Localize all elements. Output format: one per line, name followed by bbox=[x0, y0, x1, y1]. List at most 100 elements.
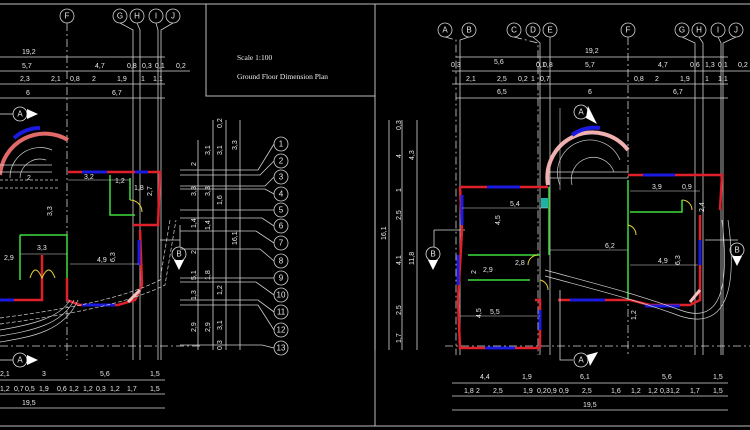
dimension-label: 9 bbox=[279, 274, 284, 283]
dimension-label: 1,2 bbox=[217, 285, 224, 295]
dimension-label: 0,3 bbox=[96, 386, 106, 393]
dimension-label: 4,7 bbox=[658, 62, 668, 69]
dimension-label: 3,3 bbox=[191, 186, 198, 196]
right-driveway bbox=[544, 219, 732, 320]
dimension-label: A bbox=[578, 108, 584, 117]
dimension-label: 0,2 bbox=[518, 76, 528, 83]
section-marker-b-right[interactable]: B bbox=[705, 239, 745, 266]
dimension-label: 2,8 bbox=[515, 260, 525, 267]
dimension-label: 1,1 bbox=[718, 76, 728, 83]
dimension-label: 1,9 bbox=[523, 388, 533, 395]
right-top-dimension-text: 19,2 0,3 5,6 0,1 0,8 5,7 4,7 0,6 1,3 0,1… bbox=[451, 48, 748, 96]
dimension-label: 1,2 bbox=[648, 388, 658, 395]
section-marker-b-right-left[interactable]: B bbox=[425, 229, 465, 270]
dimension-label: 2 bbox=[191, 250, 198, 254]
dimension-label: 1,2 bbox=[115, 178, 125, 185]
dimension-label: 1,9 bbox=[522, 374, 532, 381]
dimension-label: 0,3 bbox=[142, 63, 152, 70]
dimension-label: 1,4 bbox=[205, 220, 212, 230]
dimension-label: 5 bbox=[279, 206, 284, 215]
dimension-label: 2,9 bbox=[4, 255, 14, 262]
dimension-label: 4 bbox=[279, 190, 284, 199]
dimension-label: H bbox=[696, 26, 702, 35]
dimension-label: 6,5 bbox=[497, 89, 507, 96]
dimension-label: 1,7 bbox=[396, 333, 403, 343]
dimension-label: 4 bbox=[396, 154, 403, 158]
dimension-label: 2,9 bbox=[205, 322, 212, 332]
right-left-dimension-text: 16,1 0,3 4 1 2,5 4,1 2,5 1,7 4,3 11,8 bbox=[381, 120, 416, 343]
dimension-label: 0,7 bbox=[540, 76, 550, 83]
axis-label: G bbox=[117, 12, 123, 21]
dimension-label: 1,2 bbox=[0, 386, 10, 393]
dimension-label: 1,9 bbox=[39, 386, 49, 393]
dimension-label: 0,8 bbox=[70, 76, 80, 83]
right-bottom-dimension-lines bbox=[452, 382, 728, 411]
section-marker-a-right-top[interactable]: A bbox=[559, 104, 597, 190]
dimension-label: 2,1 bbox=[0, 371, 10, 378]
dimension-label: 2 bbox=[476, 388, 480, 395]
dimension-label: 1,5 bbox=[150, 371, 160, 378]
dimension-label: 2,5 bbox=[582, 388, 592, 395]
section-marker-a-right-bottom[interactable]: A bbox=[559, 290, 598, 368]
dimension-label: F bbox=[626, 26, 631, 35]
dimension-label: 1,5 bbox=[713, 374, 723, 381]
dimension-label: 1,2 bbox=[631, 310, 638, 320]
dimension-label: 3,9 bbox=[652, 184, 662, 191]
dimension-label: 0,8 bbox=[543, 62, 553, 69]
axis-label: H bbox=[134, 12, 140, 21]
dimension-label: 4,5 bbox=[476, 308, 483, 318]
right-room-dims: 5,4 4,5 6,2 2,8 2,9 2 5,5 4,5 3,9 0,9 4,… bbox=[460, 184, 706, 320]
section-marker-a-top[interactable]: A bbox=[0, 106, 38, 122]
dimension-label: 19,2 bbox=[22, 49, 36, 56]
stair bbox=[0, 126, 70, 189]
double-door-arc bbox=[29, 269, 56, 280]
right-column-axis-labels: A B C D E F G H I J bbox=[442, 26, 738, 35]
dimension-label: 6,2 bbox=[605, 243, 615, 250]
dimension-label: 0,8 bbox=[634, 76, 644, 83]
left-walls bbox=[0, 170, 162, 307]
dimension-label: D bbox=[530, 26, 536, 35]
dimension-label: 16,1 bbox=[381, 226, 388, 240]
dimension-label: 2,5 bbox=[396, 305, 403, 315]
dimension-label: 1,9 bbox=[680, 76, 690, 83]
row-axis-labels: 1 2 3 4 5 6 7 8 9 10 11 12 13 bbox=[277, 140, 286, 353]
dimension-label: 6 bbox=[588, 89, 592, 96]
section-marker-b-left[interactable]: B bbox=[160, 225, 187, 270]
dimension-label: 10 bbox=[277, 291, 286, 300]
dimension-label: 2,7 bbox=[147, 186, 154, 196]
dimension-label: 6 bbox=[26, 90, 30, 97]
section-marker-a-bottom[interactable]: A bbox=[0, 352, 38, 368]
dimension-label: B bbox=[466, 26, 471, 35]
dimension-label: 2,9 bbox=[191, 322, 198, 332]
dimension-label: 1,1 bbox=[153, 76, 163, 83]
dimension-label: 1,7 bbox=[690, 388, 700, 395]
dimension-label: 13 bbox=[277, 344, 286, 353]
right-left-dimension-lines bbox=[374, 120, 418, 350]
dimension-label: 2,5 bbox=[493, 388, 503, 395]
dimension-label: 1,4 bbox=[191, 218, 198, 228]
dimension-label: 0,3 bbox=[396, 120, 403, 130]
axis-label: J bbox=[171, 12, 175, 21]
dimension-label: 6,3 bbox=[110, 252, 117, 262]
dimension-label: 0,5 bbox=[25, 386, 35, 393]
dimension-label: 2 bbox=[471, 270, 478, 274]
dimension-label: 0,7 bbox=[14, 386, 24, 393]
dimension-label: 1,6 bbox=[611, 388, 621, 395]
dimension-label: G bbox=[679, 26, 685, 35]
dimension-label: 2 bbox=[655, 76, 659, 83]
dimension-label: 4,1 bbox=[396, 255, 403, 265]
dimension-label: 0,3 bbox=[660, 388, 670, 395]
dimension-label: J bbox=[734, 26, 738, 35]
dimension-label: 0,2 bbox=[176, 63, 186, 70]
dimension-label: 19,5 bbox=[22, 400, 36, 407]
dimension-label: 1,5 bbox=[150, 386, 160, 393]
fixture-marker bbox=[541, 198, 548, 208]
dimension-label: 3 bbox=[279, 173, 284, 182]
left-right-dimension-text: 2 3,3 1,4 2 5,1 1,3 2,9 3,3 1,4 1,8 2,9 … bbox=[191, 118, 239, 350]
dimension-label: 1,7 bbox=[127, 386, 137, 393]
dimension-label: 3,1 bbox=[217, 145, 224, 155]
dimension-label: 2,1 bbox=[466, 76, 476, 83]
dimension-label: 1,8 bbox=[134, 185, 144, 192]
dimension-label: 5,7 bbox=[585, 62, 595, 69]
